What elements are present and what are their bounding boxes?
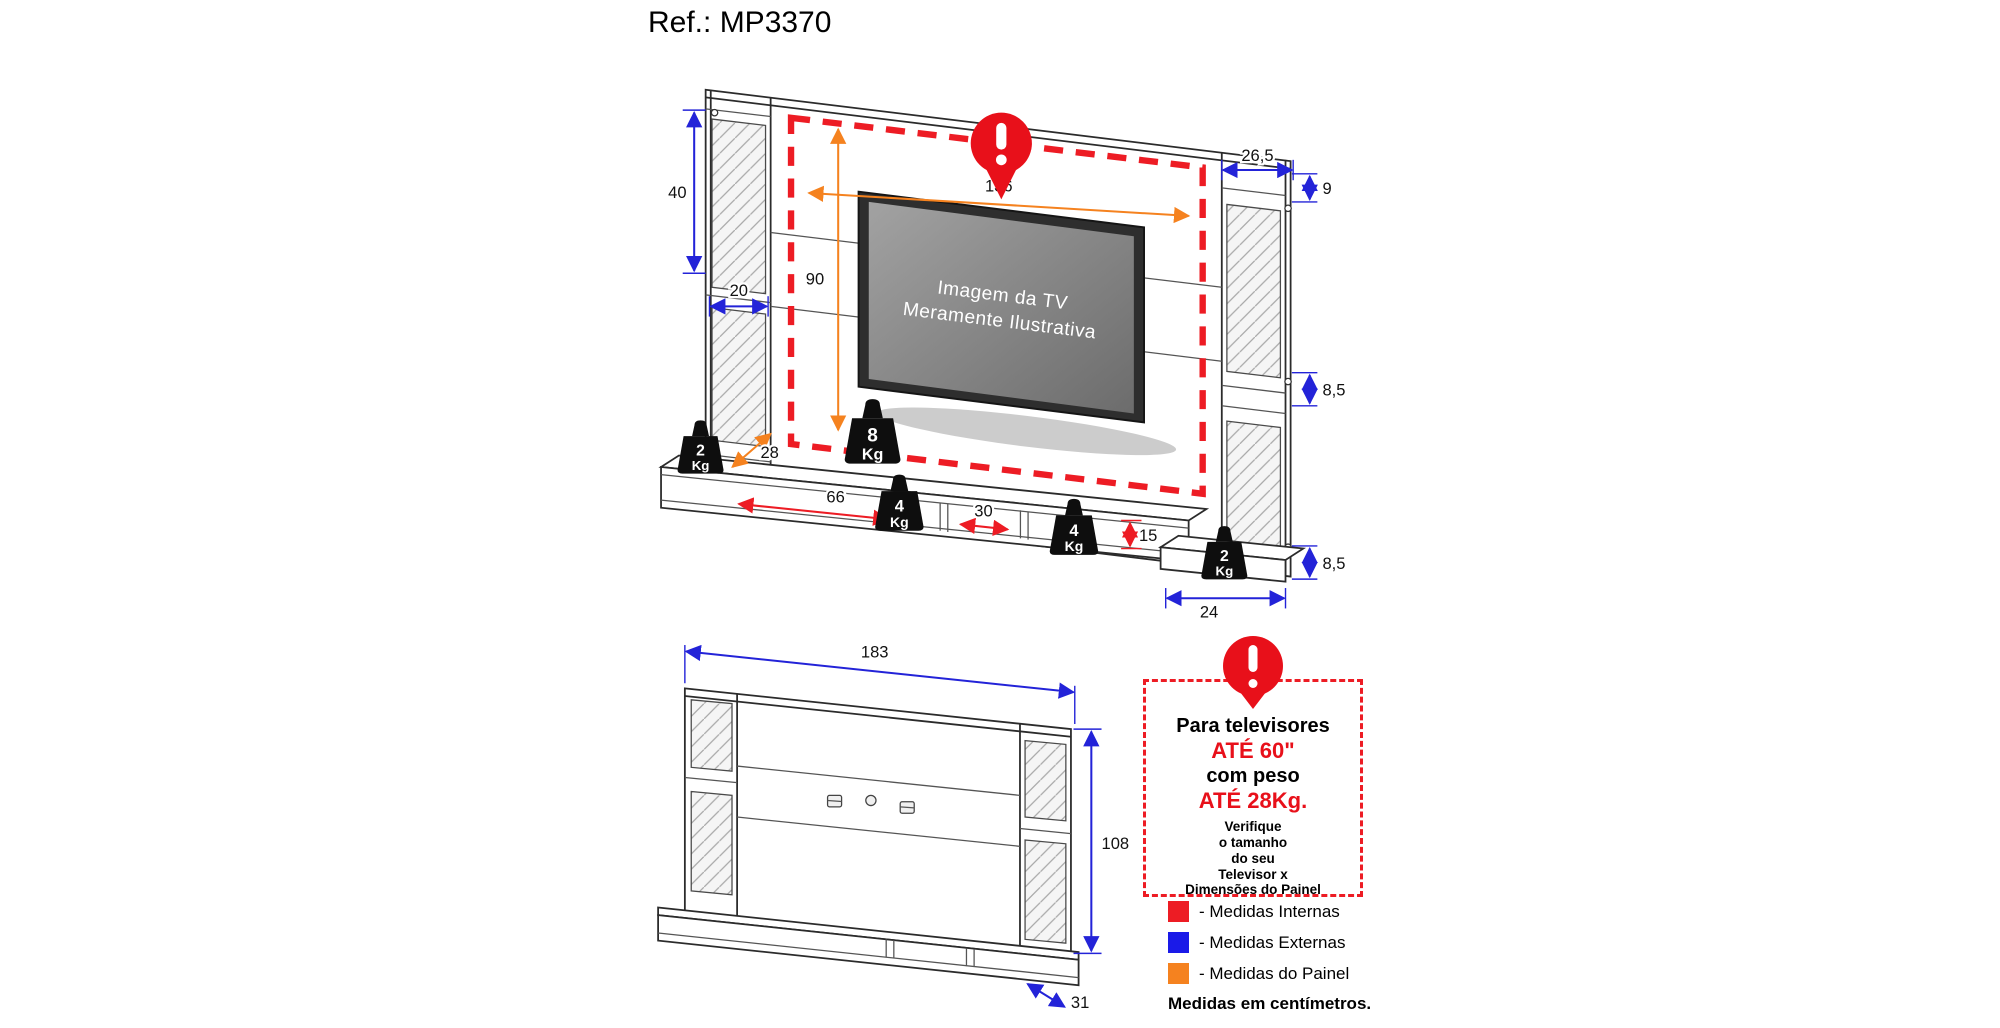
svg-text:4: 4 [895, 497, 905, 516]
svg-text:15: 15 [1139, 526, 1157, 545]
red-swatch [1168, 901, 1189, 922]
svg-text:183: 183 [861, 643, 889, 662]
svg-text:8,5: 8,5 [1322, 381, 1345, 400]
svg-text:20: 20 [730, 281, 748, 300]
weight-2kg-icon: 2 Kg [677, 420, 724, 474]
glass-door-left-bottom [690, 790, 733, 896]
glass-door-right-bottom [1024, 839, 1067, 944]
screw-hole [1284, 204, 1292, 213]
svg-text:40: 40 [668, 183, 686, 202]
glass-door-left-top [711, 118, 767, 295]
dim-right-top-width: 26,5 [1221, 144, 1294, 181]
legend-item-external: - Medidas Externas [1168, 932, 1371, 953]
tv: Imagem da TV Meramente Ilustrativa [857, 190, 1177, 456]
exclamation-icon [970, 112, 1032, 200]
internal-area-dashed-outline [787, 114, 1206, 498]
dim-right-gap-upper: 8,5 [1291, 371, 1348, 407]
cable-holes [826, 794, 915, 814]
svg-text:28: 28 [760, 443, 778, 462]
legend: - Medidas Internas - Medidas Externas - … [1168, 901, 1371, 1014]
svg-text:Kg: Kg [890, 514, 909, 530]
dim-right-gap-lower: 8,5 [1291, 545, 1348, 580]
warning-line-4: ATÉ 28Kg. [1198, 788, 1308, 814]
glass-door-left-bottom [711, 306, 767, 448]
svg-text:66: 66 [826, 488, 844, 507]
warning-line-1: Para televisores [1176, 715, 1330, 737]
legend-item-panel: - Medidas do Painel [1168, 963, 1371, 984]
warning-note: Verifique o tamanho do seu Televisor x D… [1185, 818, 1321, 898]
exclamation-pointer [1240, 692, 1266, 709]
svg-text:2: 2 [696, 442, 705, 459]
page-title: Ref.: MP3370 [648, 6, 832, 39]
svg-text:8: 8 [867, 426, 878, 447]
legend-footer: Medidas em centímetros. [1168, 994, 1372, 1013]
front-panel-outline [683, 687, 1072, 955]
front-dimensions: 183 108 31 [684, 641, 1131, 1014]
glass-door-right-bottom [1226, 420, 1282, 552]
weight-8kg-icon: 8 Kg [844, 399, 901, 464]
main-diagram-svg: Imagem da TV Meramente Ilustrativa [658, 88, 1348, 624]
svg-text:108: 108 [1102, 834, 1130, 853]
weight-4kg-icon: 4 Kg [875, 474, 924, 531]
svg-text:Kg: Kg [862, 445, 883, 463]
weight-4kg-icon: 4 Kg [1049, 498, 1099, 555]
exclamation-icon [1223, 636, 1283, 709]
tv-size-warning-box: Para televisores ATÉ 60" com peso ATÉ 28… [1143, 636, 1363, 898]
svg-text:30: 30 [974, 502, 992, 521]
dim-shelf-right-width: 30 [958, 499, 1010, 536]
dim-internal-height: 90 [804, 127, 847, 432]
screw-hole [1284, 377, 1292, 386]
dim-shelf-height: 15 [1121, 519, 1160, 550]
screw-hole [710, 108, 719, 117]
dim-right-top-height: 9 [1291, 173, 1334, 203]
glass-door-right-top [1226, 203, 1282, 379]
dimensions: 40 20 26,5 9 [666, 109, 1348, 624]
weight-2kg-icon: 2 Kg [1201, 526, 1248, 580]
dim-shelf-depth: 28 [731, 432, 781, 469]
legend-label: - Medidas Externas [1199, 932, 1346, 952]
svg-text:24: 24 [1200, 602, 1218, 621]
dim-total-width: 183 [684, 641, 1076, 725]
dim-shelf-left-width: 66 [737, 485, 890, 526]
exclamation-circle [1223, 636, 1283, 696]
tv-screen [868, 201, 1134, 414]
svg-text:Kg: Kg [692, 458, 710, 473]
svg-text:26,5: 26,5 [1241, 146, 1273, 165]
tv-shadow [877, 407, 1177, 456]
dim-total-height: 108 [1073, 728, 1131, 955]
legend-item-internal: - Medidas Internas [1168, 901, 1371, 922]
dim-total-depth: 31 [1026, 983, 1092, 1014]
legend-label: - Medidas do Painel [1199, 963, 1350, 983]
front-panel-structure [683, 687, 1072, 955]
blue-swatch [1168, 932, 1189, 953]
dim-base-depth: 24 [1165, 588, 1287, 624]
svg-text:9: 9 [1322, 179, 1331, 198]
warning-line-2: ATÉ 60" [1211, 738, 1295, 763]
dim-left-glass-height: 40 [666, 109, 706, 274]
svg-text:Kg: Kg [1065, 538, 1084, 554]
front-shelf [657, 906, 1080, 987]
svg-text:Kg: Kg [1215, 564, 1233, 579]
weight-badges: 2 Kg 8 Kg 4 Kg 4 Kg [677, 399, 1248, 580]
svg-text:4: 4 [1069, 521, 1079, 540]
legend-label: - Medidas Internas [1199, 901, 1340, 921]
glass-door-left-top [690, 699, 733, 772]
svg-text:90: 90 [806, 270, 824, 289]
orange-swatch [1168, 963, 1189, 984]
svg-text:2: 2 [1220, 548, 1229, 565]
front-view-svg: 183 108 31 [657, 641, 1131, 1014]
glass-door-right-top [1024, 739, 1067, 822]
svg-text:8,5: 8,5 [1322, 554, 1345, 573]
warning-line-3: com peso [1206, 765, 1300, 788]
svg-text:31: 31 [1071, 993, 1089, 1012]
dim-left-glass-width: 20 [708, 279, 769, 317]
